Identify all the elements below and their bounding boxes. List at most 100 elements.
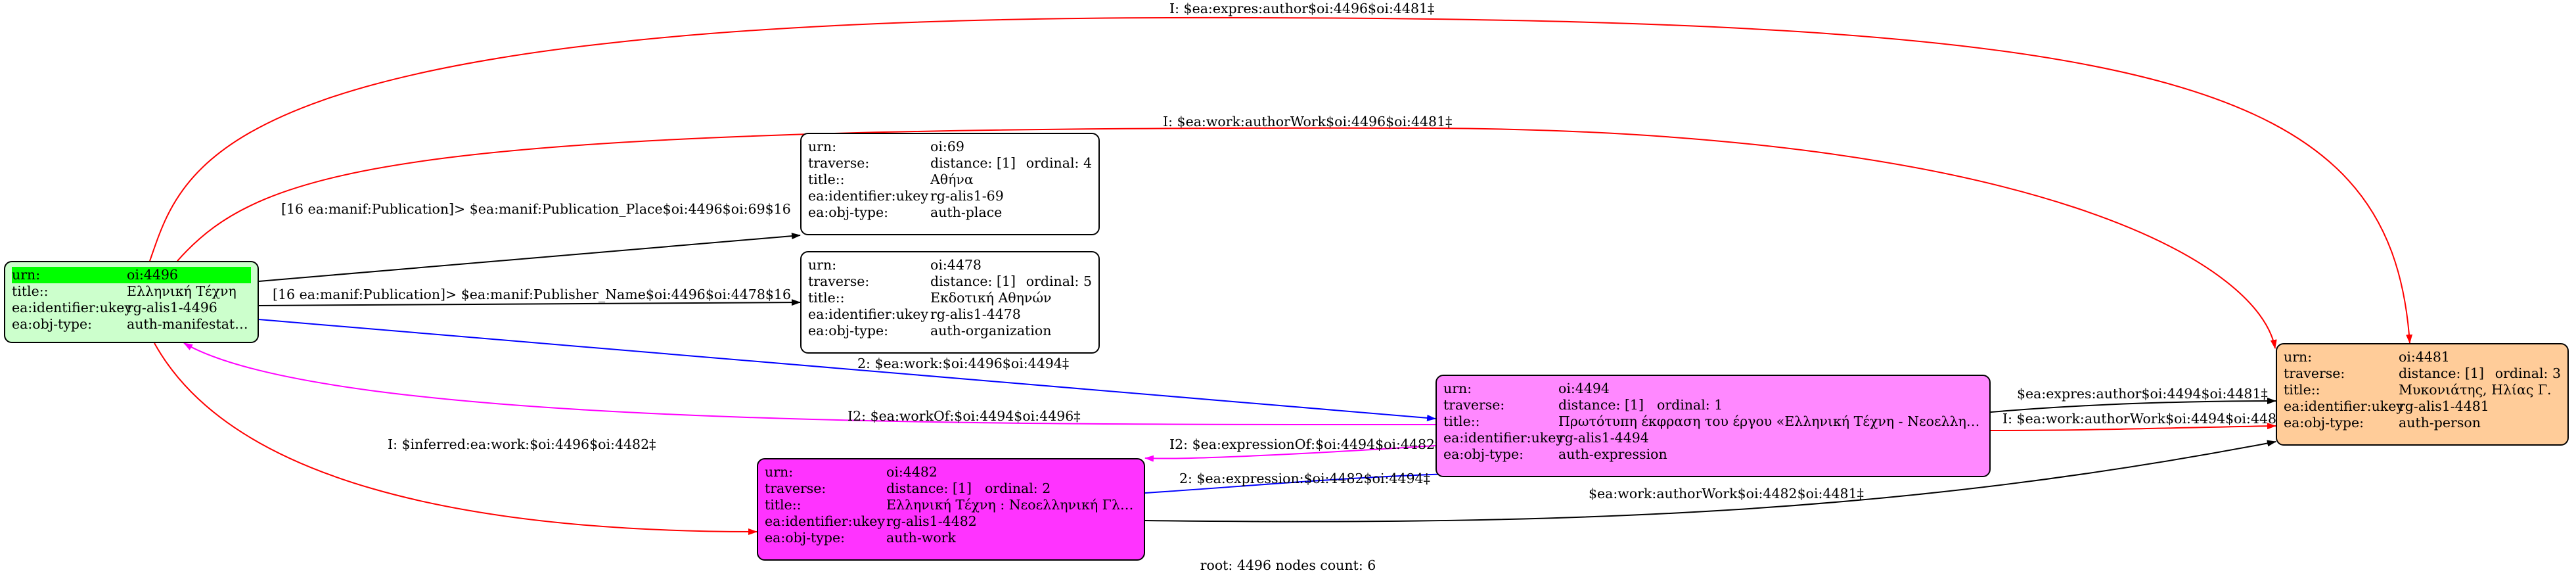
- node-manifestation[interactable]: urn: oi:4496 title:: Ελληνική Τέχνη ea:i…: [4, 261, 259, 343]
- field-extra: ordinal: 5: [1026, 273, 1092, 289]
- edge-publication-place: [258, 233, 801, 282]
- field-value: rg-alis1-4496: [127, 300, 217, 315]
- node-field-row: ea:obj-type: auth-person: [2284, 415, 2561, 431]
- field-extra: ordinal: 2: [985, 480, 1051, 496]
- field-value: Εκδοτική Αθηνών: [930, 290, 1052, 306]
- field-value: oi:4478: [930, 257, 982, 273]
- field-value: rg-alis1-4482: [886, 513, 977, 529]
- node-organization[interactable]: urn: oi:4478 traverse: distance: [1] ord…: [800, 251, 1100, 354]
- node-field-row: title:: Ελληνική Τέχνη : Νεοελληνική Γλυ…: [765, 497, 1137, 513]
- edge-expressionof: [1144, 445, 1436, 462]
- node-field-row: ea:identifier:ukey rg-alis1-4481: [2284, 398, 2561, 415]
- edge-expres-author-4496: [149, 16, 2413, 344]
- field-value: Ελληνική Τέχνη: [127, 283, 237, 299]
- node-field-row: ea:identifier:ukey rg-alis1-4494: [1443, 430, 1983, 446]
- node-field-row: ea:identifier:ukey rg-alis1-4482: [765, 513, 1137, 530]
- edge-workof-4494-4496: [183, 342, 1436, 426]
- field-value: auth-work: [886, 530, 956, 546]
- field-key: ea:obj-type:: [765, 530, 845, 546]
- field-key: title::: [808, 172, 845, 187]
- field-value: oi:4494: [1558, 381, 1610, 396]
- node-field-row: ea:obj-type: auth-place: [808, 204, 1092, 221]
- edge-label-expressionof: I2: $ea:expressionOf:$oi:4494$oi:4482‡: [1169, 436, 1441, 452]
- graph-footer: root: 4496 nodes count: 6: [1200, 557, 1376, 573]
- edge-inferred-work: [154, 342, 757, 535]
- field-value: distance: [1]: [1558, 397, 1644, 413]
- edge-expres-author-4494: [1990, 398, 2276, 413]
- node-field-row: title:: Ελληνική Τέχνη: [12, 283, 251, 300]
- edge-label-publication-place: [16 ea:manif:Publication]> $ea:manif:Pub…: [281, 201, 791, 217]
- node-field-row: ea:obj-type: auth-expression: [1443, 446, 1983, 463]
- field-value: distance: [1]: [930, 273, 1016, 289]
- field-value: rg-alis1-69: [930, 188, 1004, 204]
- field-key: title::: [12, 283, 49, 299]
- node-field-row: title:: Πρωτότυπη έκφραση του έργου «Ελλ…: [1443, 413, 1983, 430]
- edge-label-inferred-work: I: $inferred:ea:work:$oi:4496$oi:4482‡: [388, 436, 656, 452]
- node-field-row: urn: oi:4481: [2284, 349, 2561, 365]
- field-key: urn:: [2284, 349, 2313, 365]
- edge-label-publisher-name: [16 ea:manif:Publication]> $ea:manif:Pub…: [273, 287, 791, 302]
- field-key: urn:: [765, 464, 794, 480]
- node-field-row: urn: oi:4478: [808, 257, 1092, 273]
- field-key: traverse:: [1443, 397, 1505, 413]
- field-value: oi:69: [930, 139, 964, 154]
- field-key: traverse:: [808, 155, 870, 171]
- node-field-row: ea:obj-type: auth-manifestation: [12, 316, 251, 333]
- field-value: rg-alis1-4481: [2399, 398, 2489, 414]
- field-value: Ελληνική Τέχνη : Νεοελληνική Γλυπτική: [886, 497, 1137, 513]
- node-expression[interactable]: urn: oi:4494 traverse: distance: [1] ord…: [1435, 375, 1991, 477]
- field-value: auth-place: [930, 204, 1003, 220]
- node-field-row: traverse: distance: [1] ordinal: 5: [808, 273, 1092, 290]
- node-field-row: title:: Αθήνα: [808, 172, 1092, 188]
- node-field-row: ea:identifier:ukey rg-alis1-4496: [12, 300, 251, 316]
- node-field-row: traverse: distance: [1] ordinal: 4: [808, 155, 1092, 172]
- node-field-row: traverse: distance: [1] ordinal: 3: [2284, 365, 2561, 382]
- field-value: auth-manifestation: [127, 316, 251, 332]
- edge-work-authorwork-4482: [1144, 440, 2276, 523]
- field-extra: ordinal: 4: [1026, 155, 1092, 171]
- edge-work-4496-4494: [258, 319, 1436, 421]
- edge-label-expression-4482-4494: 2: $ea:expression:$oi:4482$oi:4494‡: [1179, 471, 1430, 486]
- field-key: urn:: [808, 139, 837, 154]
- node-field-row: ea:obj-type: auth-organization: [808, 323, 1092, 339]
- edge-label-workof-4494-4496: I2: $ea:workOf:$oi:4494$oi:4496‡: [847, 408, 1081, 424]
- field-value: oi:4481: [2399, 349, 2450, 365]
- field-key: urn:: [808, 257, 837, 273]
- node-field-row: urn: oi:4482: [765, 464, 1137, 480]
- node-field-row: urn: oi:69: [808, 139, 1092, 155]
- field-key: traverse:: [808, 273, 870, 289]
- edge-label-work-authorwork-4494: I: $ea:work:authorWork$oi:4494$oi:4481‡: [2002, 411, 2292, 427]
- field-key: traverse:: [765, 480, 826, 496]
- field-key: ea:identifier:ukey: [808, 188, 928, 204]
- field-key: title::: [808, 290, 845, 306]
- edge-work-authorwork-4496: [177, 127, 2277, 349]
- field-key: ea:obj-type:: [1443, 446, 1524, 462]
- field-value: auth-organization: [930, 323, 1052, 338]
- field-value: distance: [1]: [886, 480, 972, 496]
- node-field-row: ea:obj-type: auth-work: [765, 530, 1137, 546]
- node-place[interactable]: urn: oi:69 traverse: distance: [1] ordin…: [800, 133, 1100, 235]
- field-key: ea:obj-type:: [12, 316, 92, 332]
- edge-label-expres-author-4494: $ea:expres:author$oi:4494$oi:4481‡: [2017, 386, 2268, 402]
- field-key: urn:: [12, 267, 41, 283]
- field-value: rg-alis1-4494: [1558, 430, 1649, 446]
- field-key: traverse:: [2284, 365, 2345, 381]
- field-key: ea:obj-type:: [808, 323, 888, 338]
- node-work[interactable]: urn: oi:4482 traverse: distance: [1] ord…: [757, 458, 1145, 561]
- node-urn-row: urn: oi:4496: [12, 267, 251, 283]
- field-key: ea:identifier:ukey: [12, 300, 132, 315]
- field-value: Αθήνα: [930, 172, 974, 187]
- field-key: ea:identifier:ukey: [1443, 430, 1564, 446]
- field-extra: ordinal: 3: [2495, 365, 2561, 381]
- field-key: ea:identifier:ukey: [765, 513, 885, 529]
- field-key: urn:: [1443, 381, 1472, 396]
- field-value: auth-expression: [1558, 446, 1667, 462]
- node-person[interactable]: urn: oi:4481 traverse: distance: [1] ord…: [2276, 343, 2569, 446]
- field-key: title::: [1443, 413, 1480, 429]
- field-key: title::: [2284, 382, 2320, 398]
- field-key: title::: [765, 497, 802, 513]
- field-value: Μυκονιάτης, Ηλίας Γ.: [2399, 382, 2552, 398]
- node-field-row: traverse: distance: [1] ordinal: 2: [765, 480, 1137, 497]
- field-value: distance: [1]: [2399, 365, 2484, 381]
- field-key: ea:obj-type:: [2284, 415, 2364, 431]
